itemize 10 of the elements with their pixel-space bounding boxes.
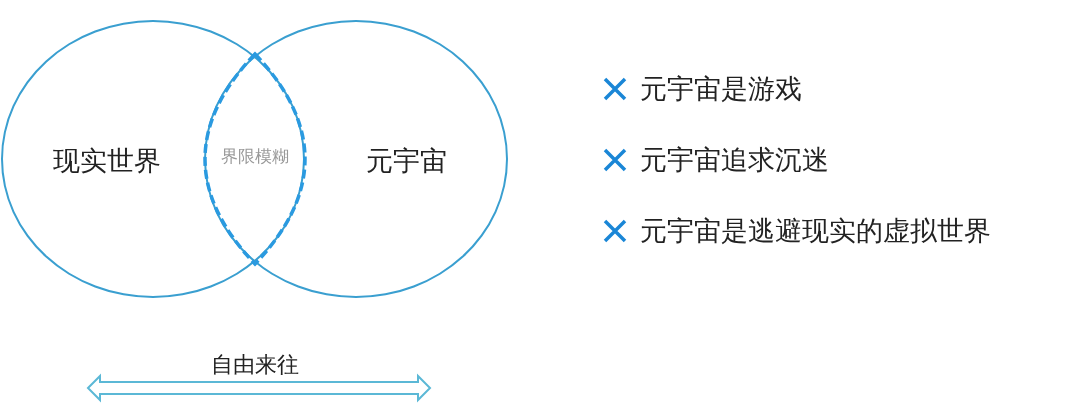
venn-circle	[1, 20, 305, 298]
circle-label: 元宇宙	[365, 144, 447, 178]
circle-label: 现实世界	[53, 144, 161, 178]
statement-text: 元宇宙是游戏	[640, 72, 802, 106]
statement-text: 元宇宙是逃避现实的虚拟世界	[640, 214, 991, 248]
overlap-region	[205, 52, 305, 266]
arrow-caption: 自由来往	[211, 351, 299, 379]
overlap-label: 界限模糊	[221, 144, 289, 168]
venn-circle	[204, 20, 508, 298]
statement-text: 元宇宙追求沉迷	[640, 143, 829, 177]
